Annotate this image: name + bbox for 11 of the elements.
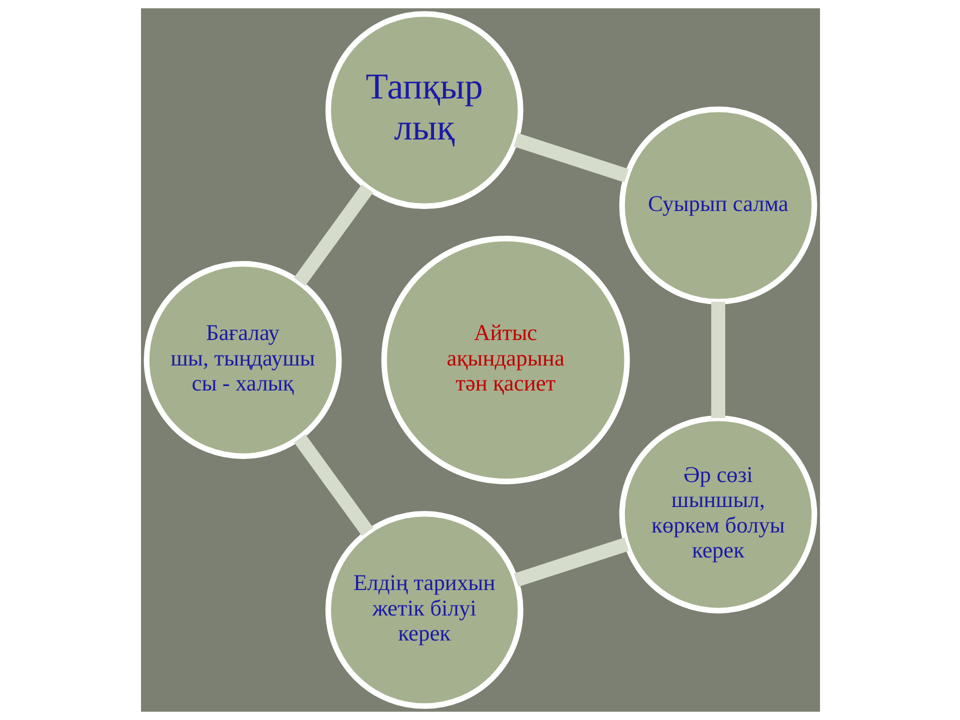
connector	[513, 133, 628, 182]
connector	[513, 538, 628, 587]
connector	[710, 302, 725, 418]
node-circle: Суырып салма	[618, 106, 817, 304]
connector	[293, 184, 373, 286]
node-circle: Айтыс ақындарына тән қасиет	[380, 236, 630, 484]
node-circle: Әр сөзі шыншыл, көркем болуы керек	[618, 416, 817, 614]
node-circle: Бағалау шы, тыңдаушы сы - халық	[143, 261, 342, 459]
connector	[294, 434, 373, 536]
node-circle: Елдің тарихын жетік білуі керек	[324, 510, 523, 709]
node-circle: Тапқыр лық	[324, 11, 523, 210]
